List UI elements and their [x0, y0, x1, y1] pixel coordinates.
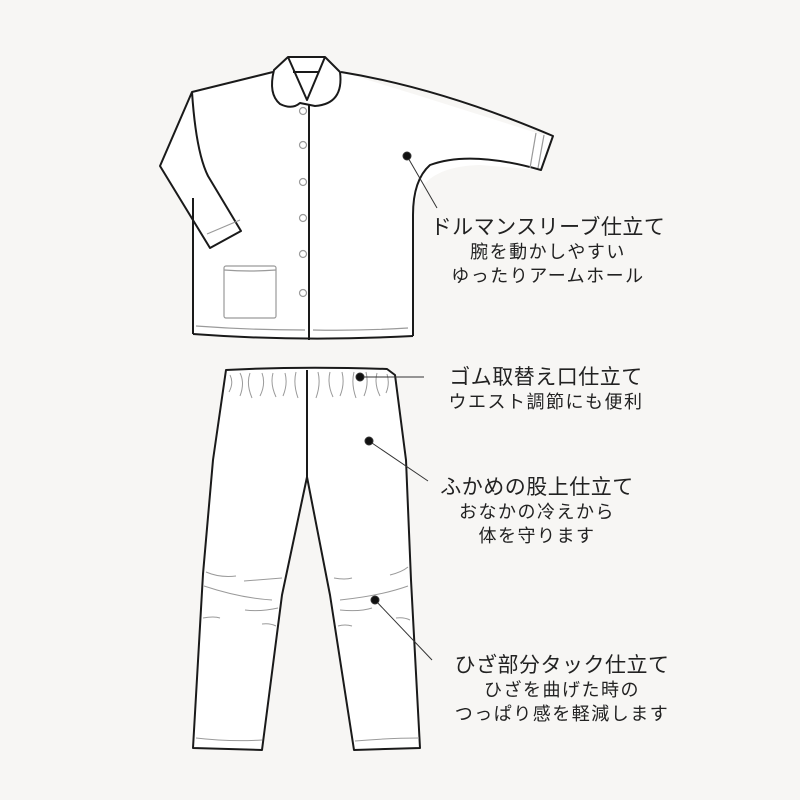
callout-dolman-sleeve: ドルマンスリーブ仕立て 腕を動かしやすい ゆったりアームホール: [418, 214, 678, 288]
callout-elastic-replacement: ゴム取替え口仕立て ウエスト調節にも便利: [426, 364, 666, 415]
callout-line: ひざを曲げた時の: [484, 680, 640, 702]
jacket-drawing: [159, 56, 554, 340]
callout-line: 体を守ります: [478, 525, 596, 547]
callout-title: ドルマンスリーブ仕立て: [430, 215, 666, 239]
jacket-details: [195, 132, 545, 331]
callout-dot-rise: [364, 436, 374, 446]
pants-drawing: [192, 366, 421, 751]
callout-dot-knee: [370, 595, 380, 605]
callout-dot-dolman-sleeve: [402, 151, 412, 161]
callout-dot-elastic: [355, 372, 365, 382]
callout-line: ゆったりアームホール: [451, 265, 645, 287]
callout-line: ウエスト調節にも便利: [448, 392, 644, 414]
callout-title: ふかめの股上仕立て: [440, 475, 634, 499]
callout-line: おなかの冷えから: [459, 502, 615, 524]
callout-title: ゴム取替え口仕立て: [449, 365, 643, 389]
callout-line: つっぱり感を軽減します: [454, 703, 670, 725]
callout-line: 腕を動かしやすい: [470, 242, 626, 264]
callout-title: ひざ部分タック仕立て: [454, 653, 670, 677]
jacket-buttons: [298, 106, 308, 298]
callout-deep-rise: ふかめの股上仕立て おなかの冷えから 体を守ります: [432, 474, 642, 548]
callout-leaders: [355, 151, 438, 661]
pants-details: [195, 371, 420, 742]
callout-knee-tuck: ひざ部分タック仕立て ひざを曲げた時の つっぱり感を軽減します: [432, 652, 692, 726]
